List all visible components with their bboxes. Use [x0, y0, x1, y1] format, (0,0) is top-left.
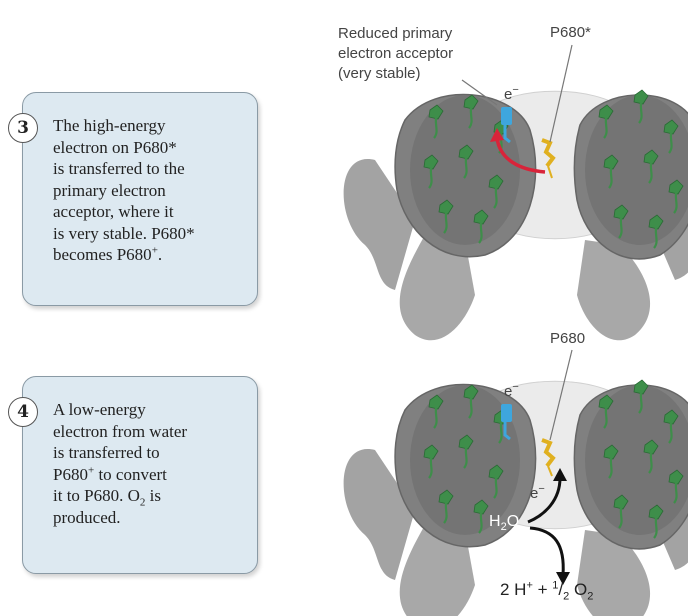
- products-frac-den: 2: [563, 590, 570, 603]
- step-3-line: is very stable. P680*: [53, 223, 195, 243]
- step-3-line: acceptor, where it: [53, 202, 174, 221]
- products-label: 2 H+ + 1/2 O2: [500, 579, 594, 603]
- products-h: 2 H: [500, 580, 527, 599]
- electron-transfer-arrow: [495, 137, 546, 174]
- products-sub: 2: [587, 590, 594, 603]
- electron-bottom-mid-label: e−: [530, 483, 545, 503]
- products-o: O: [569, 580, 588, 599]
- step-3-line: primary electron: [53, 180, 166, 200]
- water-split-arrow: [529, 526, 565, 576]
- products-plus: +: [532, 580, 553, 599]
- products-sup: +: [526, 579, 533, 592]
- electron-top-label: e−: [504, 84, 519, 104]
- step-4-line-text: it to P680. O: [53, 486, 140, 505]
- step-4-line: is transferred to: [53, 443, 160, 462]
- step-4-sub: 2: [139, 496, 146, 509]
- electron-symbol: e: [530, 485, 539, 502]
- step-3-box: The high-energy electron on P680* is tra…: [22, 92, 258, 306]
- products-frac-num: 1: [552, 579, 559, 592]
- primary-acceptor-icon: [501, 107, 512, 144]
- step-4-line: it to P680. O2 is: [53, 485, 247, 509]
- p680-bottom-icon: [541, 438, 556, 477]
- step-4-box: A low-energy electron from water is tran…: [22, 376, 258, 574]
- water-label: H2O: [489, 513, 520, 534]
- step-4-number: 4: [8, 397, 38, 427]
- step-3-line: The high-energy: [53, 116, 166, 135]
- step-4-line: A low-energy: [53, 400, 146, 419]
- step-4-line-rest: to convert: [94, 464, 167, 484]
- electron-charge: −: [512, 381, 519, 393]
- step-3-number: 3: [8, 113, 38, 143]
- step-3-line: electron on P680*: [53, 137, 177, 157]
- step-3-line-last: becomes P680+.: [53, 244, 247, 266]
- water-sub: 2: [500, 521, 507, 534]
- electron-charge: −: [538, 483, 545, 495]
- water-electron-arrow: [527, 477, 562, 524]
- step-4-line: P680+ to convert: [53, 464, 247, 486]
- step-4-line: electron from water: [53, 421, 188, 441]
- acceptor-label-line: electron acceptor: [338, 45, 454, 62]
- acceptor-label: Reduced primary electron acceptor (very …: [338, 24, 453, 84]
- step-3-line: is transferred to the: [53, 159, 185, 178]
- p680-label: P680: [550, 330, 586, 347]
- step-4-text: A low-energy electron from water is tran…: [53, 399, 247, 528]
- step-3-text: The high-energy electron on P680* is tra…: [53, 115, 247, 266]
- acceptor-label-line: (very stable): [338, 65, 421, 82]
- acceptor-label-line: Reduced primary: [338, 25, 453, 42]
- step-4-sup: +: [87, 463, 95, 476]
- p680-top-icon: [541, 138, 556, 179]
- step-4-line-text: P680: [53, 464, 88, 484]
- primary-acceptor-bottom-icon: [501, 404, 512, 441]
- p680-star-label: P680*: [550, 24, 591, 41]
- electron-bottom-top-label: e−: [504, 381, 519, 401]
- electron-symbol: e: [504, 86, 513, 103]
- electron-symbol: e: [504, 383, 513, 400]
- water-o: O: [506, 513, 520, 530]
- step-4-line: produced.: [53, 507, 121, 527]
- water-h: H: [489, 513, 501, 530]
- electron-charge: −: [512, 84, 519, 96]
- step-4-line-rest: is: [145, 486, 161, 505]
- photosystem-top: [344, 44, 688, 340]
- step-3-sup: +: [151, 244, 158, 257]
- step-3-period: .: [157, 245, 163, 264]
- photosystem-bottom: [344, 349, 688, 616]
- step-3-line-text: becomes P680: [53, 245, 152, 264]
